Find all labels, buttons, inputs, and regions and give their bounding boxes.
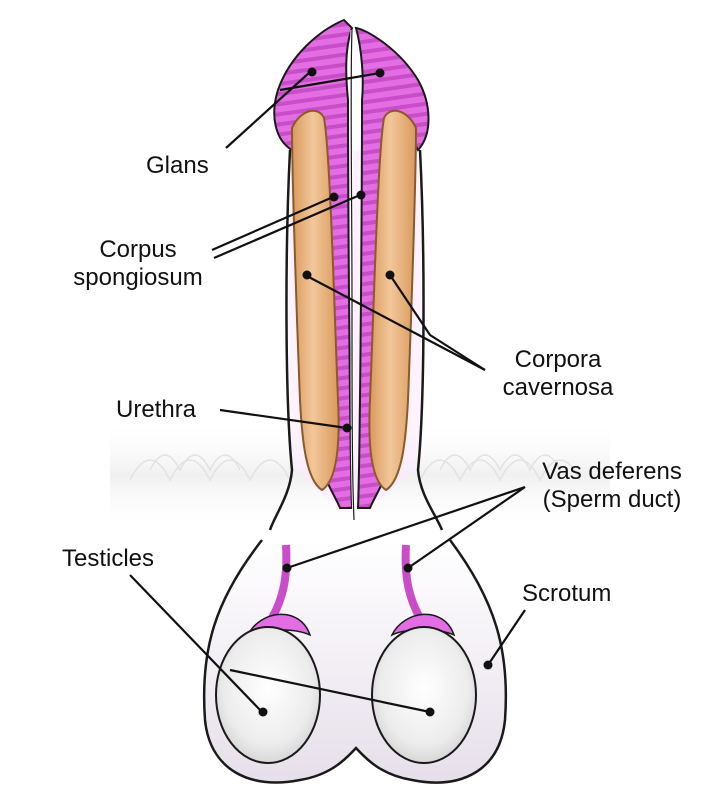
testicle-right [371, 626, 477, 764]
label-urethra: Urethra [116, 396, 197, 423]
label-corpus-spongiosum: Corpus spongiosum [58, 236, 218, 292]
label-vas-deferens: Vas deferens (Sperm duct) [522, 458, 702, 514]
label-dots [258, 67, 493, 717]
label-vas-deferens-line1: Vas deferens [542, 458, 682, 485]
label-vas-deferens-line2: (Sperm duct) [542, 486, 682, 513]
label-glans: Glans [146, 152, 209, 179]
label-corpora-cavernosa-line1: Corpora [514, 346, 602, 373]
label-testicles: Testicles [62, 545, 155, 572]
testicle-left [215, 626, 321, 764]
label-scrotum: Scrotum [522, 580, 612, 607]
corpus-cavernosum-right [368, 109, 418, 492]
leader-lines [129, 71, 526, 714]
label-corpora-cavernosa-line2: cavernosa [502, 374, 614, 401]
corpus-cavernosum-left [290, 109, 340, 492]
label-corpus-spongiosum-line1: Corpus [99, 236, 177, 263]
label-corpora-cavernosa: Corpora cavernosa [488, 346, 628, 402]
label-corpus-spongiosum-line2: spongiosum [73, 264, 203, 291]
